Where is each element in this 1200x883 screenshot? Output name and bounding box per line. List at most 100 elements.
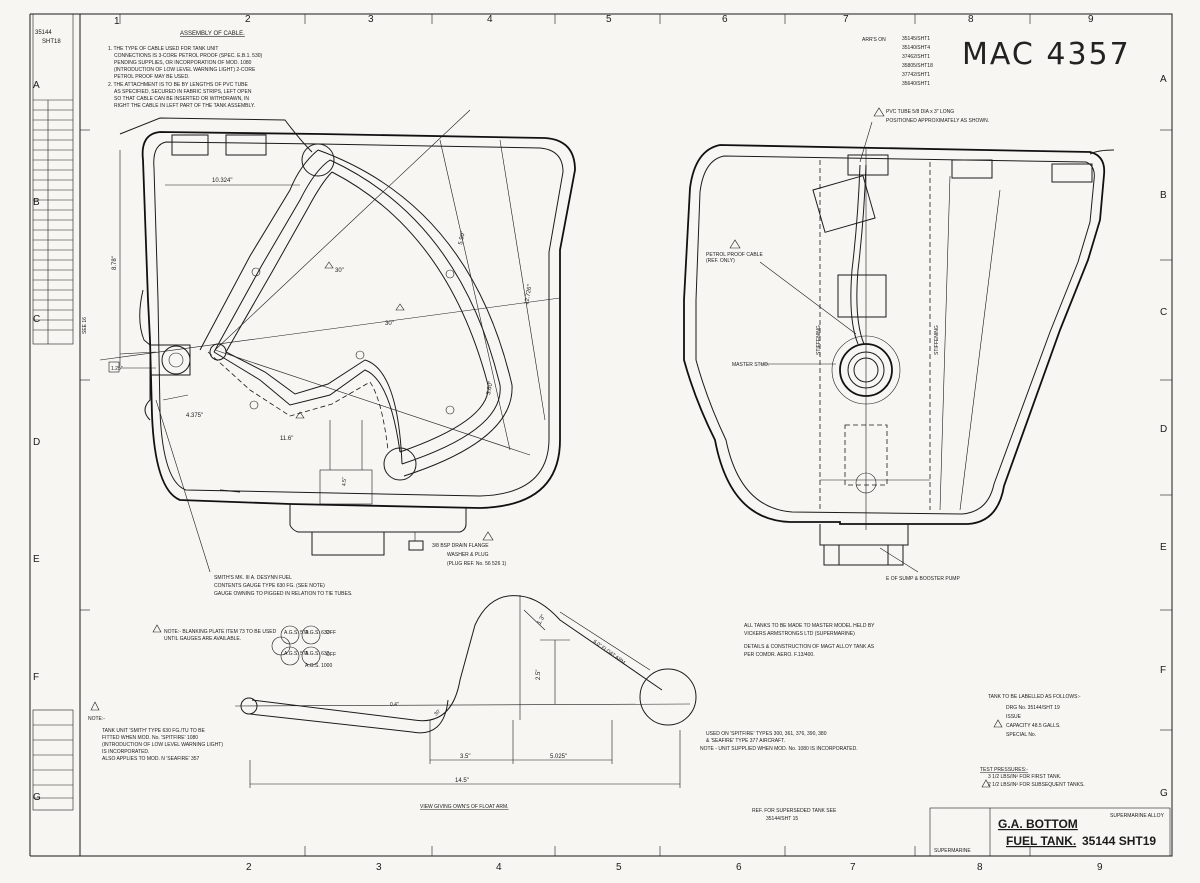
- master-line: ALL TANKS TO BE MADE TO MASTER MODEL HEL…: [744, 623, 875, 629]
- pvc-tube-line: POSITIONED APPROXIMATELY AS SHOWN.: [886, 118, 989, 124]
- grid-row-labels: A B C D E F G A B C D E F G: [33, 74, 1168, 803]
- col-label: 3: [376, 862, 382, 873]
- assembly-line: PENDING SUPPLIES, OR INCORPORATION OF MO…: [114, 60, 252, 66]
- dim-r3: 3.60": [486, 381, 494, 396]
- cell: A.G.S. 632: [305, 651, 330, 657]
- row-label: G: [33, 792, 41, 803]
- dim-low: 11.6": [280, 436, 293, 442]
- arrangement-item: 35640/SHT1: [902, 81, 930, 87]
- float-arm-view: 3.5" 5.025" 14.5" 2.5" 1.3" 6.0" FLOAT A…: [234, 595, 697, 810]
- dim-edge: 1.25": [111, 366, 123, 372]
- notes-line: ALSO APPLIES TO MOD. N 'SEAFIRE' 357: [102, 756, 200, 762]
- title-line-1: G.A. BOTTOM: [998, 817, 1078, 831]
- col-label: 9: [1088, 14, 1094, 25]
- test-heading: TEST PRESSURES:-: [980, 767, 1028, 773]
- cell-side: OFF: [326, 630, 336, 636]
- grid-column-labels-bottom: 2 3 4 5 6 7 8 9: [246, 862, 1103, 873]
- ref-line: REF. FOR SUPERSEDED TANK SEE: [752, 808, 837, 814]
- pvc-tube-line: PVC TUBE 5/8 DIA x 3" LONG: [886, 109, 954, 115]
- drain-line: WASHER & PLUG: [447, 552, 489, 558]
- blanking-line: NOTE:- BLANKING PLATE ITEM 73 TO BE USED: [164, 629, 277, 635]
- float-angle: 30': [433, 709, 442, 718]
- drain-line: (PLUG REF. No. 56 526 1): [447, 561, 507, 567]
- assembly-line: AS SPECIFIED, SECURED IN FABRIC STRIPS, …: [114, 89, 252, 95]
- grid-column-labels-top: 1 2 3 4 5 6 7 8 9: [114, 14, 1094, 27]
- row-label: D: [1160, 424, 1167, 435]
- row-label: F: [1160, 665, 1166, 676]
- col-label: 7: [843, 14, 849, 25]
- used-line: & 'SEAFIRE' TYPE 377 AIRCRAFT.: [706, 738, 785, 744]
- col-label: 2: [246, 862, 252, 873]
- assembly-note: ASSEMBLY OF CABLE. 1. THE TYPE OF CABLE …: [108, 31, 263, 109]
- row-label: C: [1160, 307, 1167, 318]
- gauge-note-line: SMITH'S MK. III A. DESYNN FUEL: [214, 575, 292, 581]
- assembly-line: 2. THE ATTACHMENT IS TO BE BY LENGTHS OF…: [108, 82, 249, 88]
- row-label: F: [33, 672, 39, 683]
- left-tank-view: 10.324" 8.78" 5.90" 12.726" 3.60" 11.6" …: [99, 109, 576, 556]
- arrangement-item: 35145/SHT1: [902, 36, 930, 42]
- float-dim-d: 14.5": [455, 778, 469, 784]
- col-label: 5: [616, 862, 622, 873]
- notes-line: TANK UNIT 'SMITH' TYPE 630 FG./TU TO BE: [102, 728, 206, 734]
- title-small: SUPERMARINE ALLOY: [1110, 813, 1165, 819]
- col-label: 3: [368, 14, 374, 25]
- cable-label: PETROL PROOF CABLE: [706, 252, 763, 258]
- strip-sheet-label: SHT18: [42, 39, 61, 45]
- dim-r1: 5.90": [458, 231, 467, 246]
- master-model-note: ALL TANKS TO BE MADE TO MASTER MODEL HEL…: [744, 623, 875, 658]
- amendment-strip: 35144 SHT18 SEE 16: [32, 13, 88, 811]
- col-label: 4: [496, 862, 502, 873]
- handwritten-id: MAC 4357: [962, 37, 1131, 72]
- float-dim-b: 3.5": [460, 754, 470, 760]
- col-label: 7: [850, 862, 856, 873]
- stiffening-right: STIFFENING: [934, 325, 940, 355]
- arrangement-item: 37462/SHT1: [902, 54, 930, 60]
- float-dim-f: 1.3": [537, 614, 547, 626]
- row-label: B: [1160, 190, 1167, 201]
- label-line: SPECIAL No.: [1006, 732, 1036, 738]
- blanking-line: UNTIL GAUGES ARE AVAILABLE.: [164, 636, 241, 642]
- arrangement-label: ARR'S ON: [862, 37, 886, 43]
- col-label: 8: [968, 14, 974, 25]
- sump-note: E OF SUMP & BOOSTER PUMP: [886, 576, 960, 582]
- used-on-note: USED ON 'SPITFIRE' TYPES 300, 361, 376, …: [700, 731, 858, 752]
- cell: A.G.S. 632: [305, 630, 330, 636]
- arrangement-item: 37742/SHT1: [902, 72, 930, 78]
- label-line: ISSUE: [1006, 714, 1022, 720]
- test-line: 3 1/2 LBS/IN² FOR FIRST TANK.: [988, 774, 1061, 780]
- notes-line: IS INCORPORATED.: [102, 749, 149, 755]
- gauge-note-line: GAUGE OWNING TO PIGGED IN RELATION TO TI…: [214, 591, 353, 597]
- master-line: PER COMDR. AERO. F.13/400.: [744, 652, 815, 658]
- col-label: 1: [114, 16, 120, 27]
- dim-left: 8.78": [112, 256, 118, 270]
- master-line: VICKERS ARMSTRONGS LTD (SUPERMARINE): [744, 631, 855, 637]
- arrangement-item: 35140/SHT4: [902, 45, 930, 51]
- notes-line: FITTED WHEN MOD. No. 'SPITFIRE' 1080: [102, 735, 198, 741]
- cell: A.G.S. 570: [284, 630, 309, 636]
- row-label: D: [33, 437, 40, 448]
- float-dim-e: 2.5": [536, 670, 542, 680]
- right-tank-view: PVC TUBE 5/8 DIA x 3" LONG POSITIONED AP…: [683, 107, 1115, 582]
- label-line: DRG No. 35144/SHT 19: [1006, 705, 1060, 711]
- master-line: DETAILS & CONSTRUCTION OF MAGT ALLOY TAN…: [744, 644, 875, 650]
- assembly-line: PETROL PROOF MAY BE USED.: [114, 74, 189, 80]
- master-stud-label: MASTER STUD.: [732, 362, 769, 368]
- assembly-line: (INTRODUCTION OF LOW LEVEL WARNING LIGHT…: [114, 67, 256, 73]
- float-dim-c: 5.025": [550, 754, 567, 760]
- notes-line: (INTRODUCTION OF LOW LEVEL WARNING LIGHT…: [102, 742, 223, 748]
- col-label: 8: [977, 862, 983, 873]
- angle-2: 30": [385, 321, 394, 327]
- col-label: 9: [1097, 862, 1103, 873]
- arrangement-item: 35805/SHT18: [902, 63, 933, 69]
- label-heading: TANK TO BE LABELLED AS FOLLOWS:-: [988, 694, 1081, 700]
- strip-note: SEE 16: [82, 317, 88, 334]
- title-block: SUPERMARINE ALLOY G.A. BOTTOM FUEL TANK.…: [929, 807, 1171, 857]
- left-view-notes: 3/8 BSP DRAIN FLANGE WASHER & PLUG (PLUG…: [155, 399, 507, 597]
- col-label: 4: [487, 14, 493, 25]
- dim-vert: 4.5": [342, 477, 348, 486]
- row-label: E: [33, 554, 40, 565]
- cable-ref: (REF. ONLY): [706, 258, 735, 264]
- drain-line: 3/8 BSP DRAIN FLANGE: [432, 543, 489, 549]
- stiffening-left: STIFFENING: [816, 325, 822, 355]
